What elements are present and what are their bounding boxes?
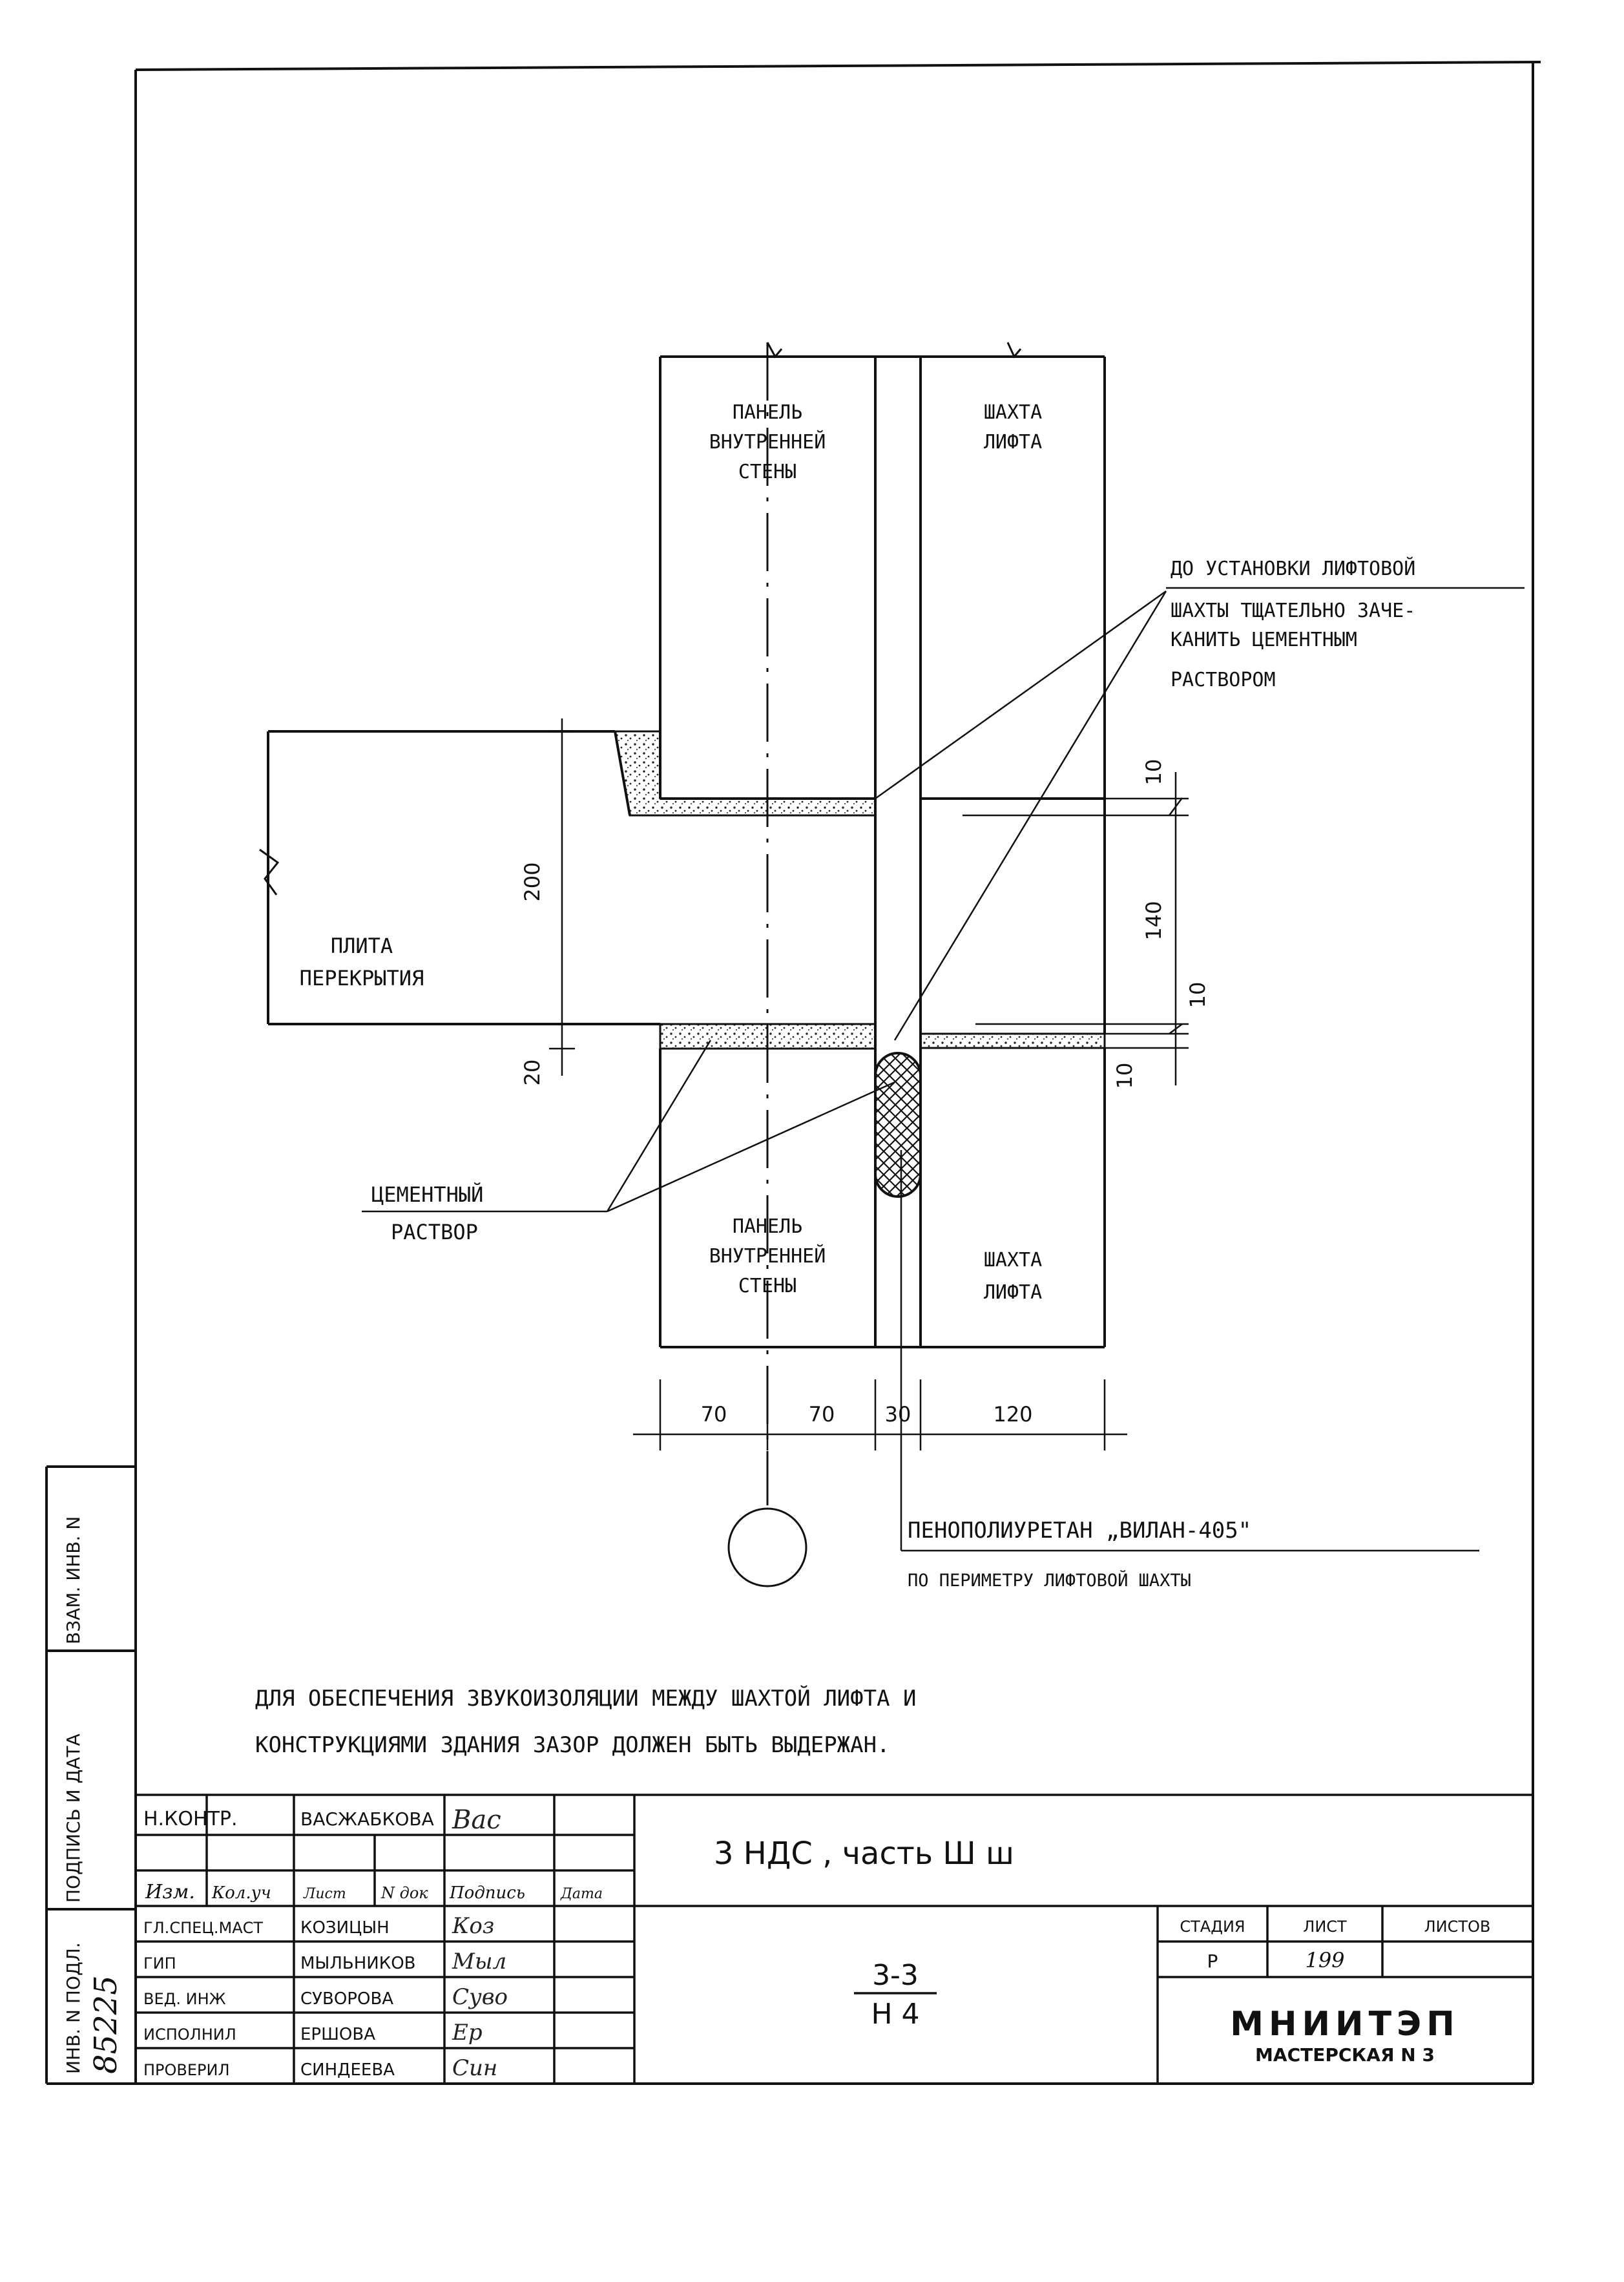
upper-shaft-label-line1: ШАХТА: [984, 401, 1042, 424]
staff-role-3: ВЕД. ИНЖ: [143, 1990, 226, 2008]
sheets-header: ЛИСТОВ: [1424, 1918, 1491, 1936]
note-mortar-line1: ЦЕМЕНТНЫЙ: [371, 1182, 483, 1207]
note-caulk: ДО УСТАНОВКИ ЛИФТОВОЙ ШАХТЫ ТЩАТЕЛЬНО ЗА…: [1171, 557, 1415, 691]
upper-shaft-label: ШАХТА ЛИФТА: [984, 401, 1042, 454]
slab-label-line1: ПЛИТА: [331, 934, 393, 958]
side-inv-podl-value: 85225: [88, 1975, 124, 2074]
n-kontr-role: Н.КОНТР.: [143, 1808, 238, 1830]
side-stamp: ИНВ. N ПОДЛ. 85225 ПОДПИСЬ И ДАТА ВЗАМ. …: [63, 1516, 124, 2074]
dim-30: 30: [885, 1402, 911, 1427]
staff-name-3: СУВОРОВА: [300, 1989, 393, 2009]
staff-name-5: СИНДЕЕВА: [300, 2060, 395, 2080]
staff-sig-5: Син: [452, 2055, 497, 2081]
mortar-caulk-upper: [614, 730, 877, 817]
workshop-name: МАСТЕРСКАЯ N 3: [1255, 2044, 1435, 2066]
header-izm: Изм.: [145, 1881, 195, 1903]
dim-70a: 70: [701, 1402, 727, 1427]
header-data: Дата: [560, 1886, 603, 1902]
staff-name-4: ЕРШОВА: [300, 2025, 375, 2044]
staff-sig-4: Ер: [452, 2020, 483, 2046]
dimension-lines: [549, 718, 1189, 1450]
staff-sig-1: Коз: [452, 1913, 494, 1939]
upper-wall-label-line1: ПАНЕЛЬ: [733, 401, 802, 424]
upper-shaft-label-line2: ЛИФТА: [984, 431, 1042, 454]
lower-wall-label: ПАНЕЛЬ ВНУТРЕННЕЙ СТЕНЫ: [709, 1215, 826, 1297]
title-block-grid: [136, 1794, 1533, 2084]
header-kol-uch: Кол.уч: [211, 1883, 271, 1903]
node-number: 3-3: [872, 1959, 919, 1992]
lower-wall-label-line3: СТЕНЫ: [738, 1275, 796, 1297]
slab-label: ПЛИТА ПЕРЕКРЫТИЯ: [300, 934, 424, 990]
stage-value: Р: [1207, 1951, 1218, 1972]
footnote-text-1: ДЛЯ ОБЕСПЕЧЕНИЯ ЗВУКОИЗОЛЯЦИИ МЕЖДУ ШАХТ…: [255, 1685, 917, 1711]
note-caulk-line3: КАНИТЬ ЦЕМЕНТНЫМ: [1171, 629, 1357, 651]
mortar-bed-shaft: [919, 1032, 1106, 1049]
note-foam: ПЕНОПОЛИУРЕТАН „ВИЛАН-405" ПО ПЕРИМЕТРУ …: [908, 1518, 1251, 1591]
title-block: Н.КОНТР. ВАСЖАБКОВА Вас Изм. Кол.уч Лист…: [143, 1805, 1490, 2081]
lower-shaft-label: ШАХТА ЛИФТА: [984, 1249, 1042, 1304]
side-inv-podl: ИНВ. N ПОДЛ.: [63, 1942, 84, 2074]
dim-10-mid: 10: [1185, 982, 1210, 1009]
leader-lines: [362, 587, 1525, 1552]
note-foam-line2: ПО ПЕРИМЕТРУ ЛИФТОВОЙ ШАХТЫ: [908, 1570, 1191, 1591]
slab-label-line2: ПЕРЕКРЫТИЯ: [300, 966, 424, 990]
footnote-text-2: КОНСТРУКЦИЯМИ ЗДАНИЯ ЗАЗОР ДОЛЖЕН БЫТЬ В…: [255, 1732, 890, 1758]
side-podpis-data: ПОДПИСЬ И ДАТА: [63, 1733, 84, 1903]
lower-shaft-label-line2: ЛИФТА: [984, 1281, 1042, 1304]
staff-role-4: ИСПОЛНИЛ: [143, 2026, 236, 2044]
lower-wall-label-line1: ПАНЕЛЬ: [733, 1215, 802, 1238]
sheet-header: ЛИСТ: [1303, 1918, 1347, 1936]
project-title: 3 НДС , часть Ш ш: [714, 1836, 1014, 1872]
dim-140: 140: [1141, 901, 1166, 940]
lower-wall-label-line2: ВНУТРЕННЕЙ: [709, 1244, 826, 1268]
upper-shaft-break-mark: [1006, 342, 1022, 359]
staff-role-2: ГИП: [143, 1954, 176, 1973]
staff-sig-2: Мыл: [452, 1949, 506, 1974]
dimension-texts: 200 20 10 140 10 10 70 70 30 120: [520, 759, 1210, 1427]
dim-70b: 70: [809, 1402, 835, 1427]
sheet-frame: [45, 61, 1541, 2085]
header-list: Лист: [303, 1886, 346, 1902]
note-mortar: ЦЕМЕНТНЫЙ РАСТВОР: [371, 1182, 483, 1244]
header-podpis: Подпись: [449, 1883, 525, 1903]
dim-20: 20: [520, 1060, 545, 1086]
dim-120: 120: [993, 1402, 1032, 1427]
upper-break-mark: [766, 342, 783, 359]
staff-role-1: ГЛ.СПЕЦ.МАСТ: [143, 1919, 263, 1937]
side-vzam-inv: ВЗАМ. ИНВ. N: [63, 1516, 84, 1644]
dim-10-bot: 10: [1112, 1063, 1137, 1089]
staff-role-5: ПРОВЕРИЛ: [143, 2061, 230, 2079]
note-caulk-line2: ШАХТЫ ТЩАТЕЛЬНО ЗАЧЕ-: [1171, 600, 1415, 622]
lower-wall-panel: [659, 1048, 1106, 1348]
dim-200: 200: [520, 862, 545, 901]
dim-10-top: 10: [1141, 759, 1166, 786]
note-caulk-line4: РАСТВОРОМ: [1171, 669, 1276, 691]
upper-wall-label: ПАНЕЛЬ ВНУТРЕННЕЙ СТЕНЫ: [709, 401, 826, 483]
stage-header: СТАДИЯ: [1180, 1918, 1245, 1936]
sheet-value: 199: [1305, 1948, 1344, 1973]
note-foam-line1: ПЕНОПОЛИУРЕТАН „ВИЛАН-405": [908, 1518, 1251, 1544]
staff-sig-3: Суво: [452, 1984, 508, 2010]
staff-name-1: КОЗИЦЫН: [300, 1918, 390, 1938]
n-kontr-signature: Вас: [452, 1805, 501, 1835]
slab-break-mark: [259, 848, 280, 895]
node-sheet: Н 4: [871, 1998, 919, 2031]
header-n-dok: N док: [380, 1884, 428, 1902]
lower-shaft-label-line1: ШАХТА: [984, 1249, 1042, 1272]
note-mortar-line2: РАСТВОР: [391, 1220, 478, 1244]
note-caulk-line1: ДО УСТАНОВКИ ЛИФТОВОЙ: [1171, 557, 1415, 580]
upper-wall-panel: [659, 355, 1106, 1347]
staff-name-2: МЫЛЬНИКОВ: [300, 1954, 416, 1973]
upper-wall-label-line2: ВНУТРЕННЕЙ: [709, 430, 826, 454]
n-kontr-name: ВАСЖАБКОВА: [300, 1808, 434, 1830]
foam-seal: [874, 1052, 922, 1198]
org-name: МНИИТЭП: [1230, 2005, 1459, 2044]
upper-wall-label-line3: СТЕНЫ: [738, 461, 796, 483]
grid-axis: [727, 342, 807, 1587]
